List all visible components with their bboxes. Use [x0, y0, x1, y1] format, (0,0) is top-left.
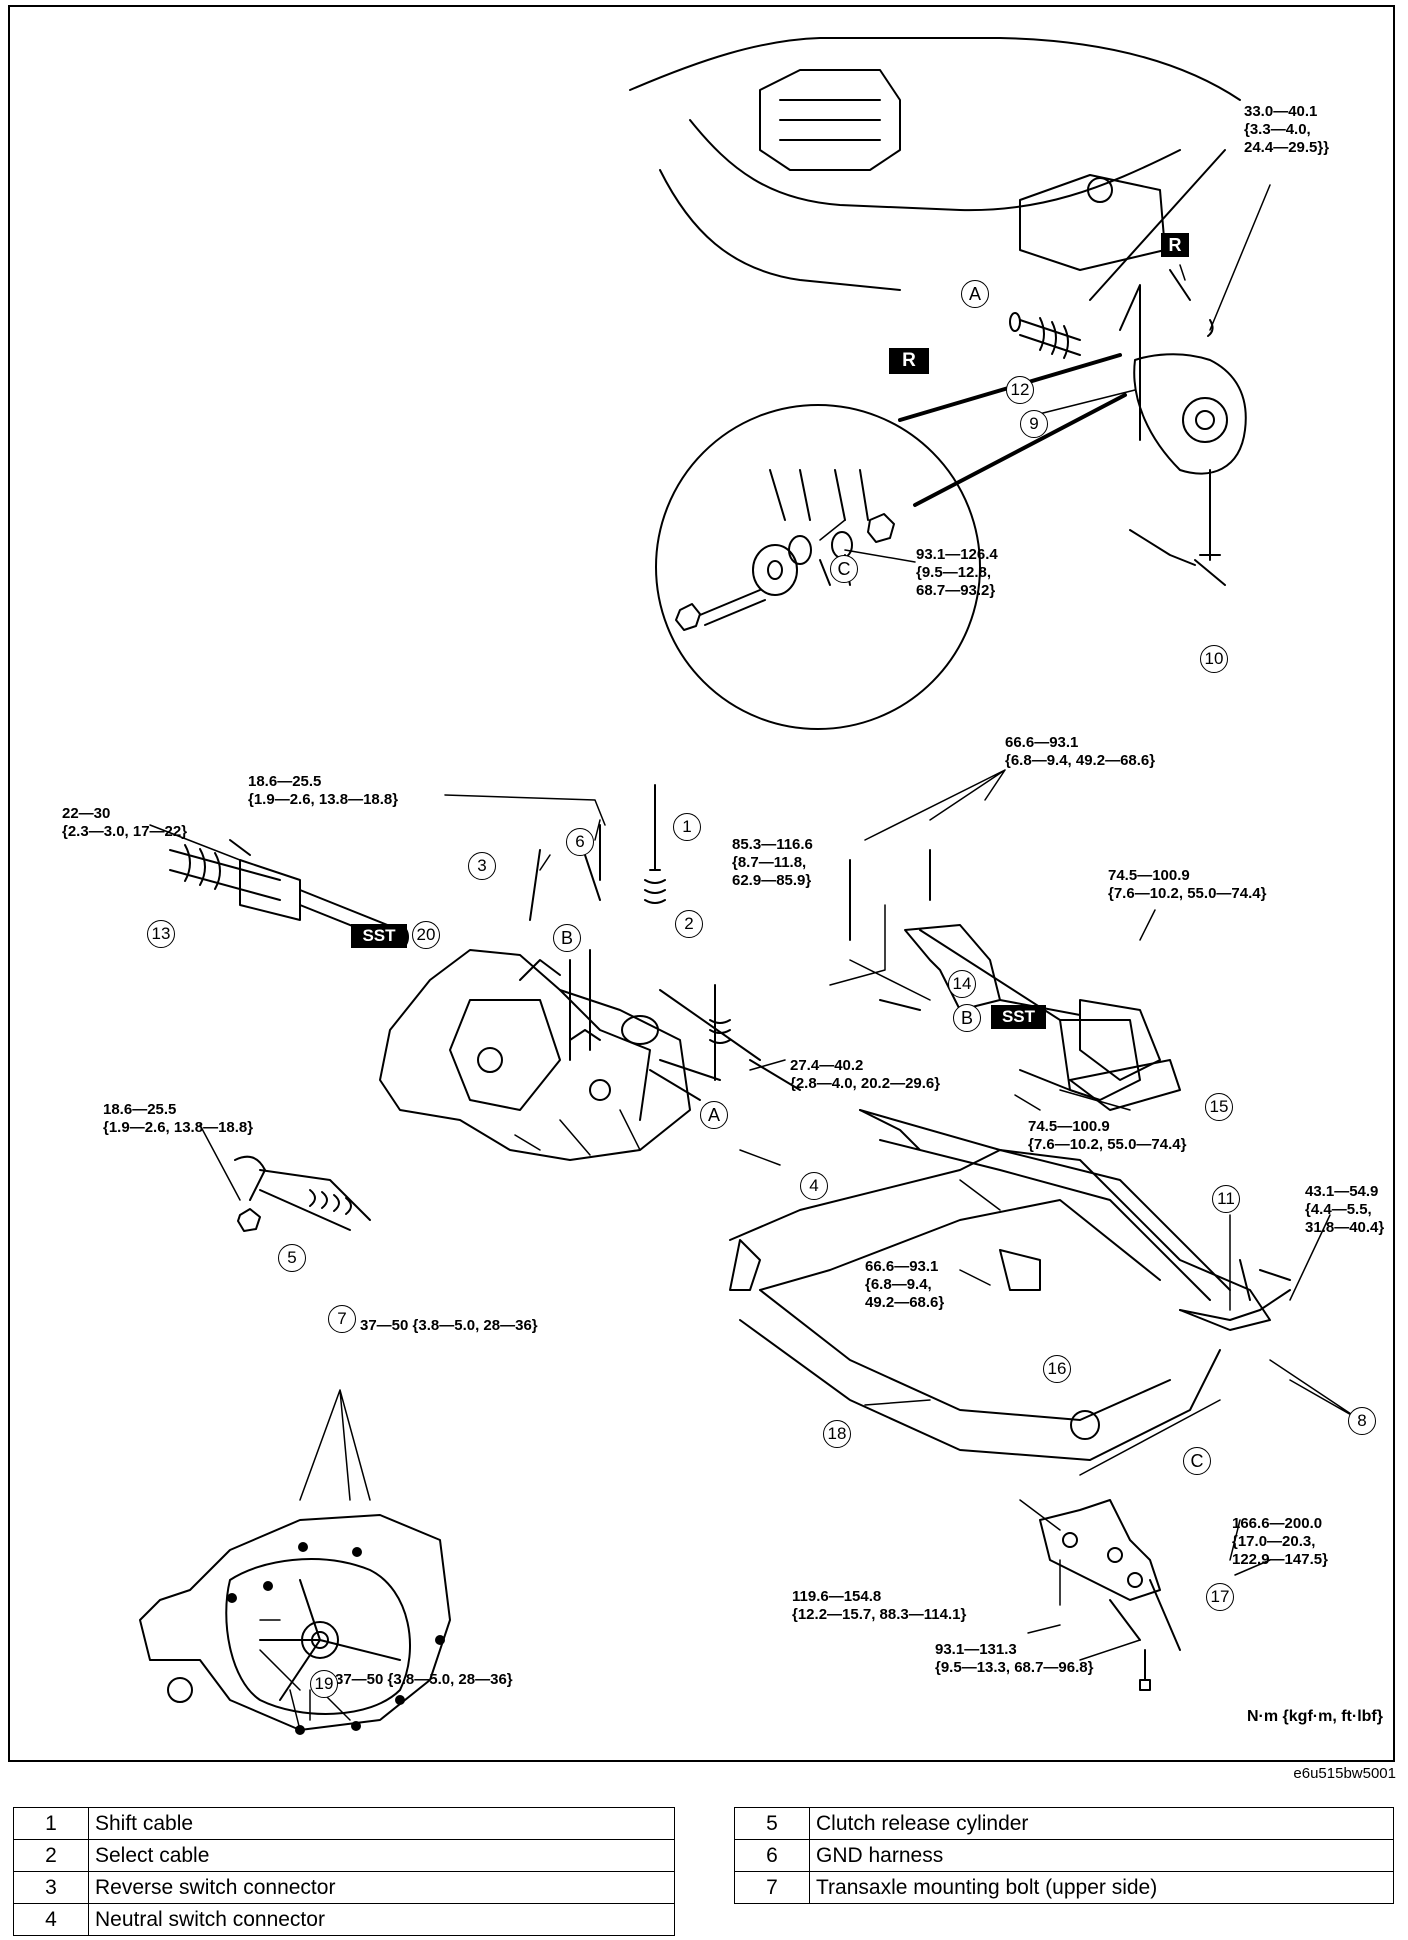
torque-label: 37—50 {3.8—5.0, 28—36}: [360, 1317, 538, 1334]
replace-tag: R: [1161, 233, 1189, 257]
callout-B: B: [953, 1004, 981, 1032]
legend-number: 3: [13, 1871, 89, 1904]
callout-14: 14: [948, 970, 976, 998]
transaxle-body: [379, 949, 721, 1161]
torque-label: 22—30 {2.3—3.0, 17—22}: [62, 805, 188, 840]
callout-B: B: [553, 924, 581, 952]
legend-number: 1: [13, 1807, 89, 1840]
driveshaft-upper: [1009, 149, 1247, 586]
callout-1: 1: [673, 813, 701, 841]
torque-label: 66.6—93.1 {6.8—9.4, 49.2—68.6}: [1005, 734, 1156, 769]
units-note: N·m {kgf·m, ft·lbf}: [1247, 1708, 1383, 1725]
torque-label: 27.4—40.2 {2.8—4.0, 20.2—29.6}: [790, 1057, 941, 1092]
torque-label: 74.5—100.9 {7.6—10.2, 55.0—74.4}: [1028, 1118, 1187, 1153]
figure-reference: e6u515bw5001: [1293, 1765, 1396, 1782]
callout-10: 10: [1200, 645, 1228, 673]
legend-description: Reverse switch connector: [88, 1871, 675, 1904]
callout-7: 7: [328, 1305, 356, 1333]
callout-6: 6: [566, 828, 594, 856]
torque-label: 18.6—25.5 {1.9—2.6, 13.8—18.8}: [248, 773, 399, 808]
torque-label: 93.1—131.3 {9.5—13.3, 68.7—96.8}: [935, 1641, 1094, 1676]
callout-5: 5: [278, 1244, 306, 1272]
torque-label: 74.5—100.9 {7.6—10.2, 55.0—74.4}: [1108, 867, 1267, 902]
legend-description: Neutral switch connector: [88, 1903, 675, 1936]
engine-outline: [629, 37, 1241, 291]
callout-4: 4: [800, 1172, 828, 1200]
torque-label: 33.0—40.1 {3.3—4.0, 24.4—29.5}}: [1244, 103, 1330, 156]
callout-9: 9: [1020, 410, 1048, 438]
release-cylinder: [234, 1155, 371, 1232]
callout-A: A: [700, 1101, 728, 1129]
callout-13: 13: [147, 920, 175, 948]
callout-C: C: [1183, 1447, 1211, 1475]
callout-17: 17: [1206, 1583, 1234, 1611]
callout-20: 20: [412, 921, 440, 949]
torque-label: 66.6—93.1 {6.8—9.4, 49.2—68.6}: [865, 1258, 945, 1311]
legend-number: 5: [734, 1807, 810, 1840]
torque-label: 93.1—126.4 {9.5—12.8, 68.7—93.2}: [916, 546, 998, 599]
driveshaft-left: [169, 839, 409, 948]
legend-description: Transaxle mounting bolt (upper side): [809, 1871, 1394, 1904]
legend-number: 6: [734, 1839, 810, 1872]
legend-number: 2: [13, 1839, 89, 1872]
bracket: [1039, 1499, 1181, 1691]
magnified-detail: [655, 353, 1127, 730]
callout-3: 3: [468, 852, 496, 880]
transaxle-housing: [139, 1514, 451, 1735]
torque-label: 43.1—54.9 {4.4—5.5, 31.8—40.4}: [1305, 1183, 1385, 1236]
torque-label: 85.3—116.6 {8.7—11.8, 62.9—85.9}: [732, 836, 813, 889]
callout-15: 15: [1205, 1093, 1233, 1121]
callout-11: 11: [1212, 1185, 1240, 1213]
callout-8: 8: [1348, 1407, 1376, 1435]
callout-12: 12: [1006, 376, 1034, 404]
legend-number: 7: [734, 1871, 810, 1904]
replace-tag: R: [889, 348, 929, 374]
callout-18: 18: [823, 1420, 851, 1448]
legend-number: 4: [13, 1903, 89, 1936]
callout-16: 16: [1043, 1355, 1071, 1383]
leader-lines: [149, 184, 1361, 1731]
cables: [529, 784, 801, 1091]
torque-label: 18.6—25.5 {1.9—2.6, 13.8—18.8}: [103, 1101, 254, 1136]
torque-label: 37—50 {3.8—5.0, 28—36}: [335, 1671, 513, 1688]
callout-19: 19: [310, 1670, 338, 1698]
callout-A: A: [961, 280, 989, 308]
legend-description: Clutch release cylinder: [809, 1807, 1394, 1840]
legend-description: Shift cable: [88, 1807, 675, 1840]
crossmember-frame: [729, 1109, 1291, 1461]
legend-description: GND harness: [809, 1839, 1394, 1872]
torque-label: 119.6—154.8 {12.2—15.7, 88.3—114.1}: [792, 1588, 967, 1623]
torque-label: 166.6—200.0 {17.0—20.3, 122.9—147.5}: [1232, 1515, 1328, 1568]
callout-C: C: [830, 555, 858, 583]
diagram-frame: [8, 5, 1395, 1762]
callout-2: 2: [675, 910, 703, 938]
special-tool-tag: SST: [991, 1005, 1046, 1029]
special-tool-tag: SST: [351, 924, 407, 948]
legend-description: Select cable: [88, 1839, 675, 1872]
